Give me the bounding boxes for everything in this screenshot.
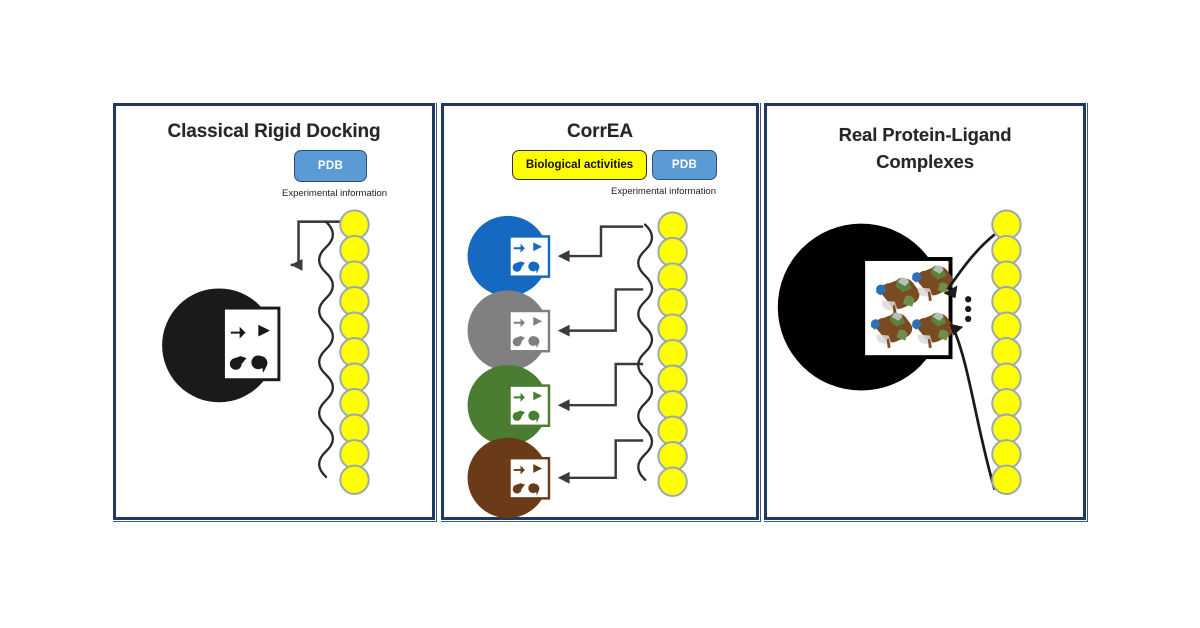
pdb-badge[interactable]: PDB (294, 150, 367, 182)
receptor-green (466, 363, 551, 447)
panel-title-middle: CorrEA (567, 121, 633, 142)
panel-title-line-1: Real Protein-Ligand (838, 124, 1012, 145)
binding-arrow (290, 220, 344, 267)
ligand-chain (991, 209, 1022, 496)
experimental-information-caption: Experimental information (611, 186, 717, 197)
receptor-black (162, 288, 281, 403)
arrow-heads (557, 250, 570, 484)
experimental-information-caption: Experimental information (282, 188, 388, 199)
panel-title-right: Real Protein-Ligand Complexes (767, 122, 1083, 176)
ligand-chain (339, 209, 370, 496)
left-panel-graphics (162, 209, 370, 496)
ligand-backbone-wave (637, 223, 654, 481)
middle-panel-graphics (466, 211, 688, 520)
panel-title-left: Classical Rigid Docking (167, 121, 381, 142)
ligand-backbone-wave (317, 220, 335, 479)
right-panel-graphics (777, 209, 1022, 496)
biological-activities-badge[interactable]: Biological activities (512, 150, 647, 180)
binding-arrows-curved (946, 233, 996, 491)
receptor-brown (466, 436, 551, 520)
arrow-heads (943, 285, 964, 336)
panel-real-protein-ligand-complexes: Real Protein-Ligand Complexes (764, 103, 1086, 520)
ligand-chain (657, 211, 688, 497)
panel-title-line-2: Complexes (876, 150, 974, 172)
vertical-ellipsis-icon (965, 296, 972, 323)
panel-correa: CorrEA Biological activities PDB Experim… (441, 103, 759, 520)
pdb-badge[interactable]: PDB (652, 150, 717, 180)
binding-arrows (559, 225, 644, 480)
panel-classical-rigid-docking: Classical Rigid Docking PDB Experimental… (113, 103, 435, 520)
receptor-blue (466, 214, 551, 298)
receptor-gray (466, 289, 551, 373)
receptor-black-large (777, 223, 953, 391)
arrow-head (290, 258, 303, 271)
